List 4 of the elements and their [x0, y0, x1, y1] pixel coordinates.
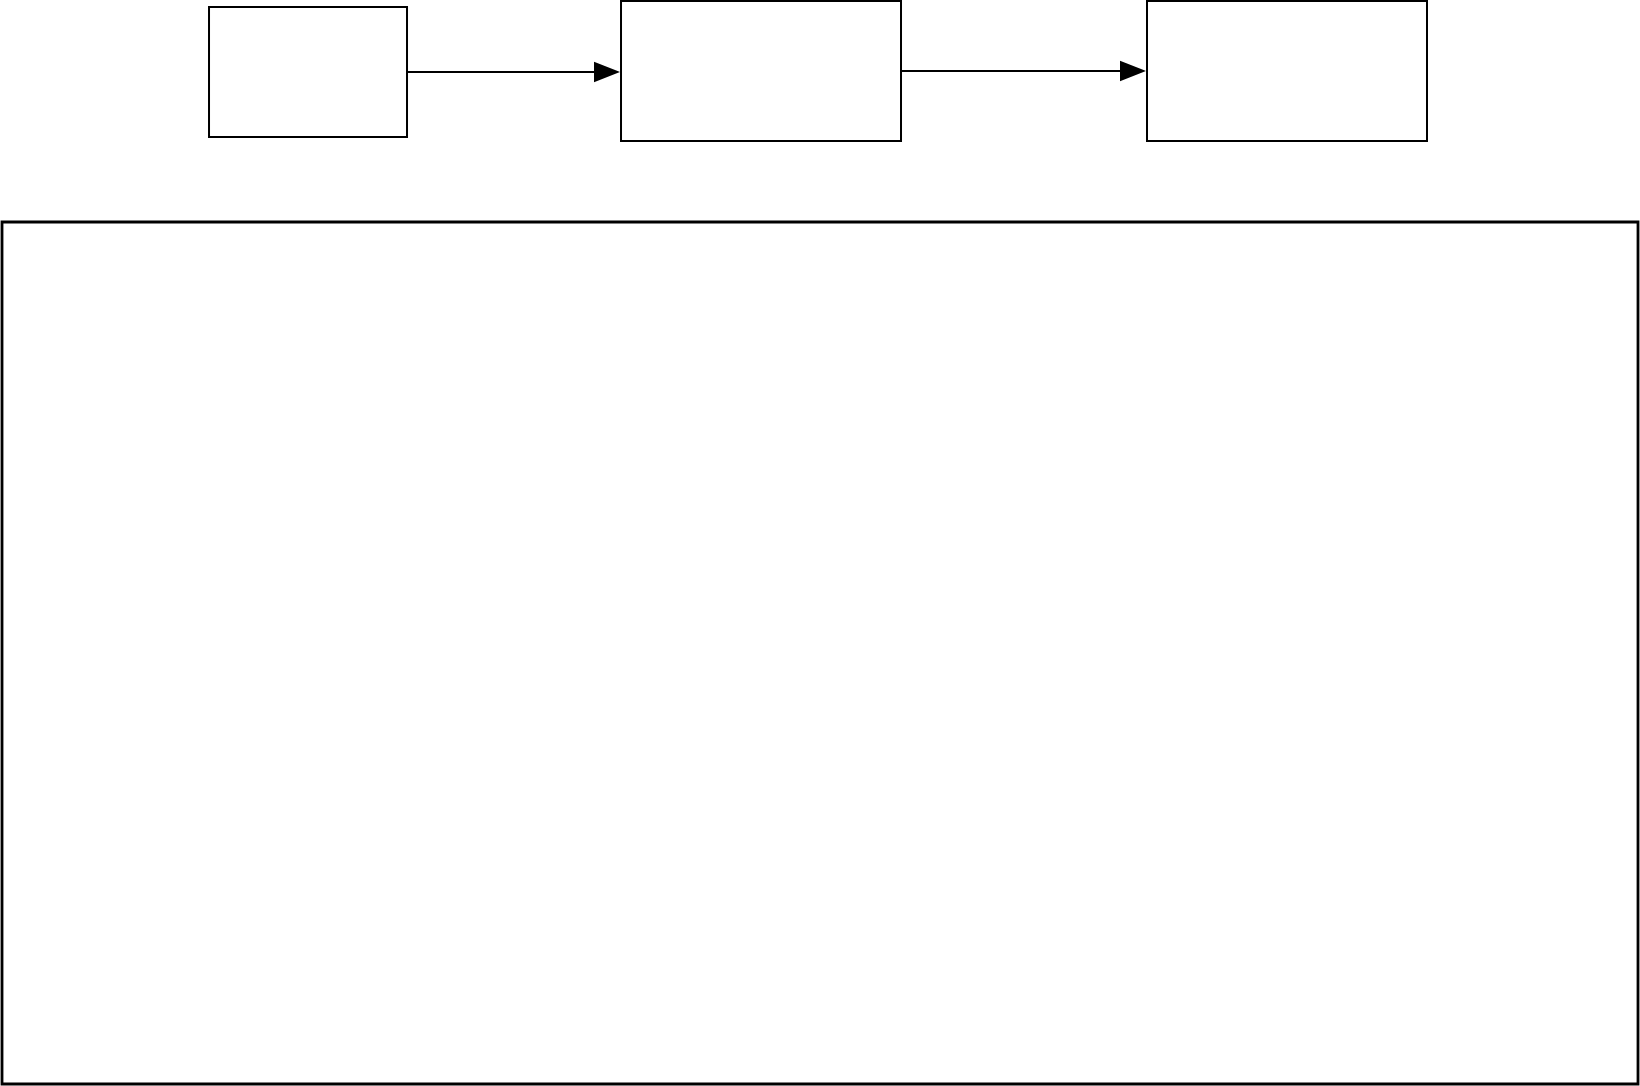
frame-box [0, 220, 1640, 1086]
process-box [208, 6, 408, 138]
process-box [1146, 0, 1428, 142]
process-box [620, 0, 902, 142]
